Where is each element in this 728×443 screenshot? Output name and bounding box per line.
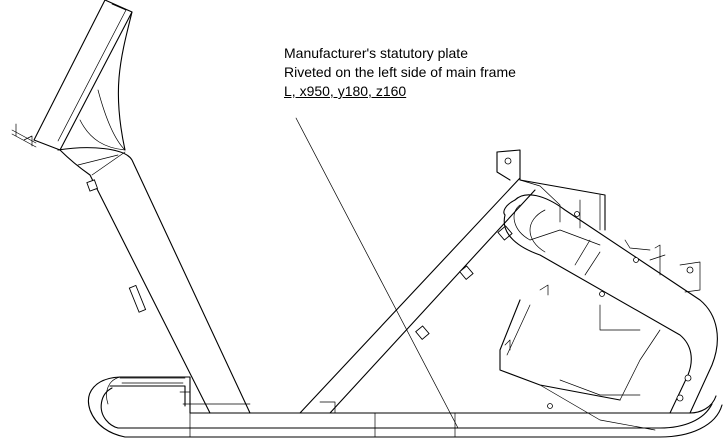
rear-frame-loop bbox=[503, 194, 718, 414]
statutory-plate-callout: Manufacturer's statutory plate Riveted o… bbox=[284, 44, 516, 101]
rear-strut bbox=[299, 177, 536, 414]
skid-runner bbox=[88, 376, 723, 438]
callout-line-3: L, x950, y180, z160 bbox=[284, 83, 407, 99]
upper-bracket bbox=[496, 149, 606, 231]
front-upright bbox=[11, 0, 251, 414]
callout-leader-line bbox=[295, 117, 459, 429]
enclosure-panel bbox=[499, 239, 701, 431]
callout-line-1: Manufacturer's statutory plate bbox=[284, 45, 468, 61]
callout-line-2: Riveted on the left side of main frame bbox=[284, 64, 516, 80]
